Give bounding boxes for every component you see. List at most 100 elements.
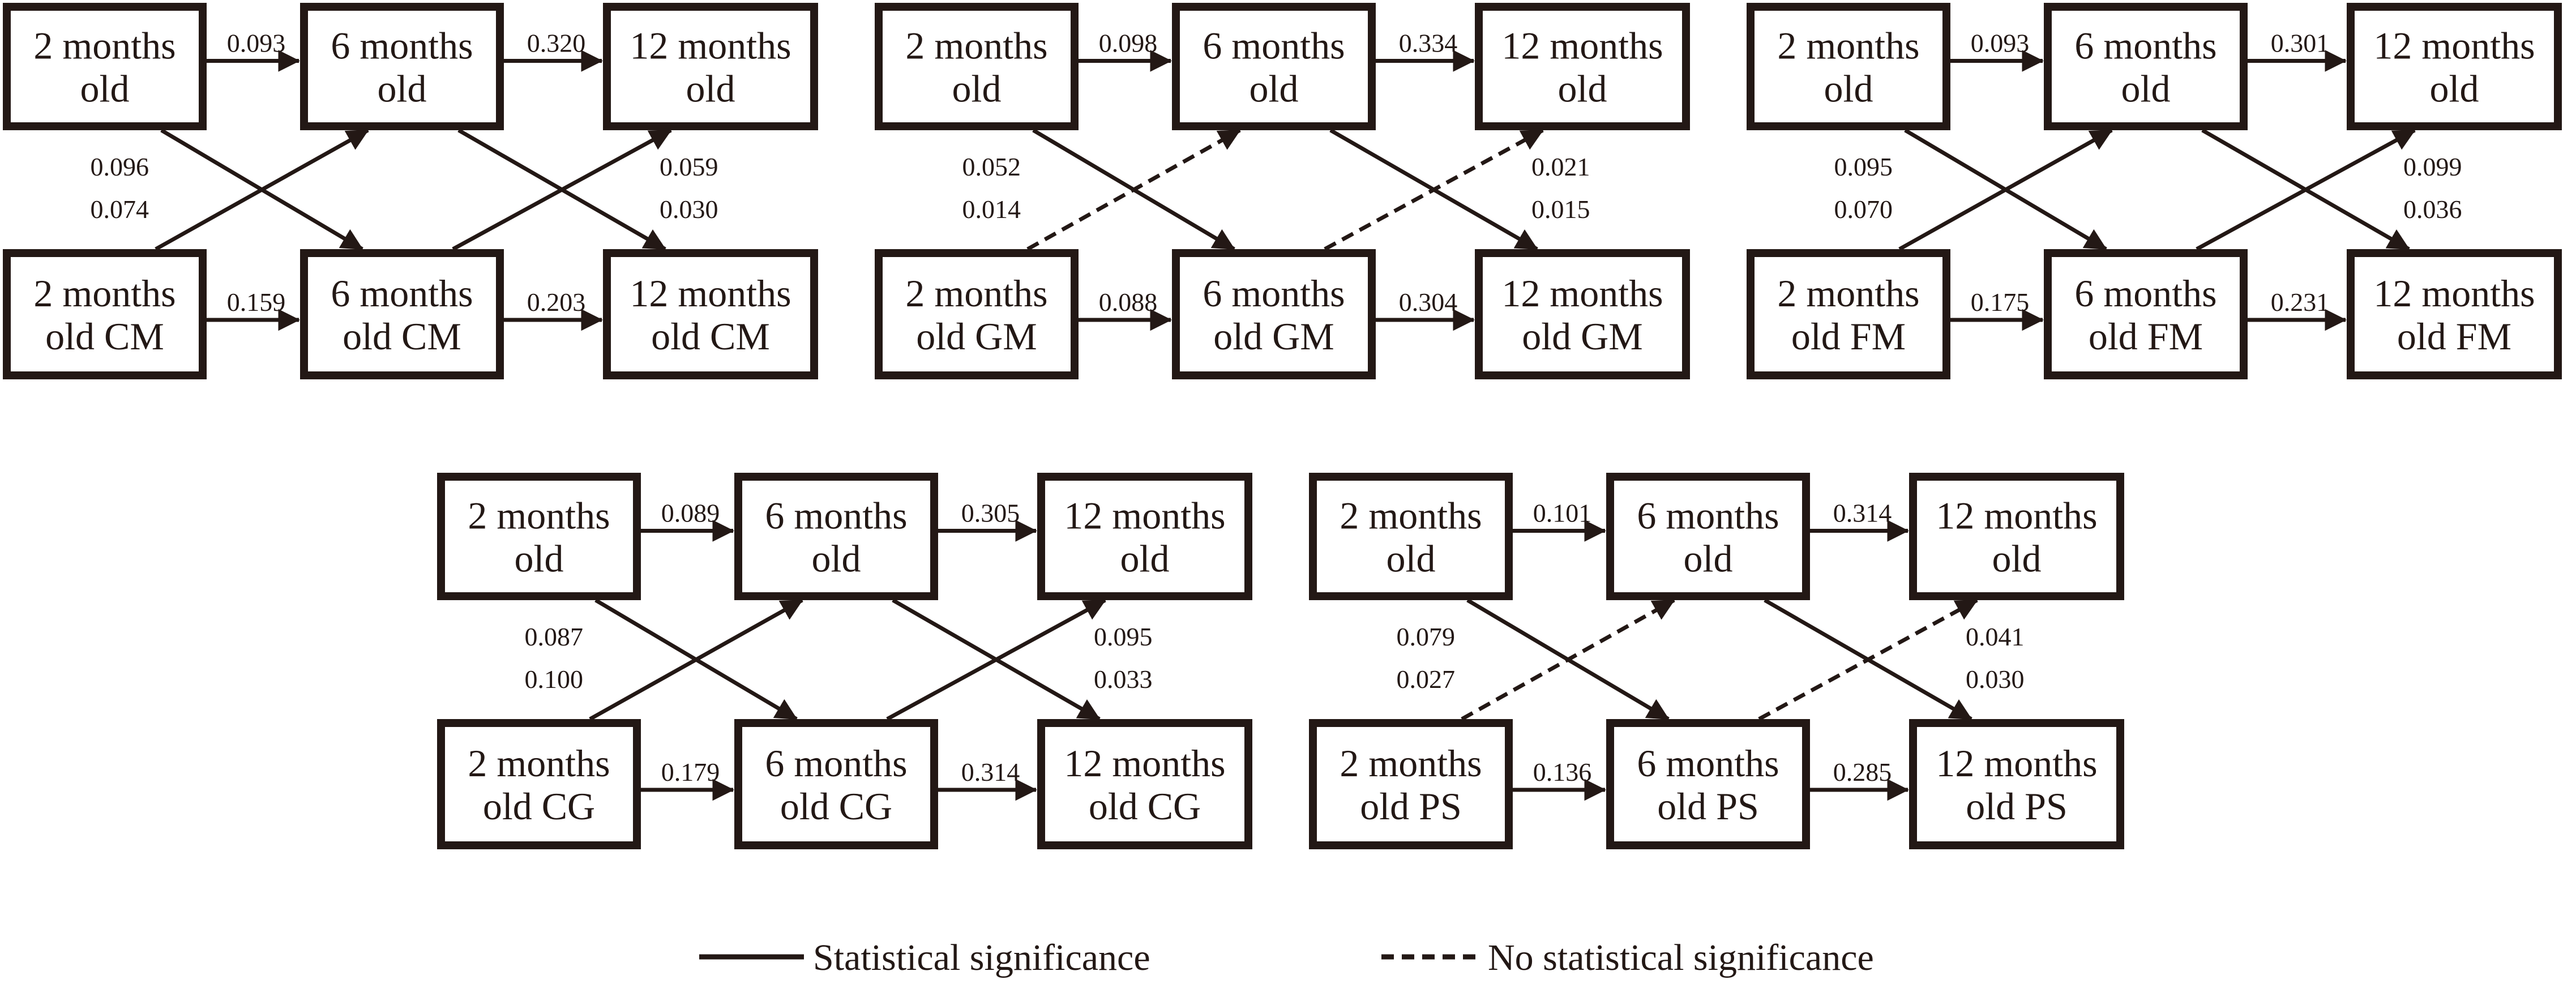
coef-cross-2-down: 0.095 <box>1094 622 1153 651</box>
box-label-line-2: old <box>1992 537 2042 580</box>
box-label-line-1: 2 months <box>33 272 176 315</box>
coef-bottom-1: 0.179 <box>661 758 720 786</box>
box-frame <box>1606 719 1810 849</box>
box-label-line-1: 2 months <box>468 742 610 785</box>
coef-bottom-2: 0.231 <box>2271 288 2330 316</box>
box-frame <box>1606 473 1810 600</box>
box-label-line-2: old FM <box>2089 315 2203 358</box>
box-label-line-1: 12 months <box>1064 494 1225 537</box>
coef-top-1: 0.098 <box>1099 29 1158 58</box>
coef-cross-1-up: 0.027 <box>1397 665 1456 694</box>
box-label-line-1: 12 months <box>1936 742 2097 785</box>
coef-top-1: 0.093 <box>1971 29 2030 58</box>
box-label-line-2: old <box>378 67 427 110</box>
box-frame <box>734 473 938 600</box>
coef-top-2: 0.305 <box>961 499 1020 528</box>
box-label-line-2: old GM <box>1213 315 1334 358</box>
coef-bottom-1: 0.088 <box>1099 288 1158 316</box>
coef-top-1: 0.101 <box>1533 499 1592 528</box>
box-label-line-2: old <box>1120 537 1170 580</box>
box-frame <box>2347 3 2562 130</box>
box-label-line-1: 6 months <box>765 742 907 785</box>
coef-cross-2-up: 0.030 <box>1966 665 2025 694</box>
box-label-line-2: old <box>1387 537 1436 580</box>
box-frame <box>2044 249 2248 379</box>
box-frame <box>603 249 818 379</box>
coef-bottom-1: 0.159 <box>227 288 286 316</box>
box-label-line-2: old <box>2121 67 2171 110</box>
cross-up-2 <box>452 128 672 251</box>
coef-bottom-2: 0.304 <box>1399 288 1458 316</box>
cross-up-1 <box>1461 598 1675 721</box>
box-label-line-1: 2 months <box>1340 494 1482 537</box>
box-label-line-1: 12 months <box>1064 742 1225 785</box>
box-label-line-1: 6 months <box>1203 272 1345 315</box>
box-frame <box>1475 3 1690 130</box>
box-frame <box>1475 249 1690 379</box>
legend-solid-label: Statistical significance <box>813 937 1150 978</box>
box-label-line-2: old FM <box>1791 315 1906 358</box>
box-label-line-1: 6 months <box>1203 24 1345 67</box>
cross-up-2 <box>2196 128 2416 251</box>
box-frame <box>603 3 818 130</box>
coef-cross-1-down: 0.096 <box>91 152 149 181</box>
cross-up-2 <box>886 598 1106 721</box>
box-label-line-1: 2 months <box>905 272 1047 315</box>
box-label-line-1: 2 months <box>468 494 610 537</box>
box-label-line-1: 6 months <box>1637 494 1779 537</box>
coef-cross-1-up: 0.074 <box>91 195 149 224</box>
box-frame <box>2347 249 2562 379</box>
box-label-line-2: old CM <box>651 315 770 358</box>
box-label-line-1: 12 months <box>2373 24 2535 67</box>
box-label-line-1: 12 months <box>1501 24 1663 67</box>
coef-cross-2-up: 0.030 <box>660 195 718 224</box>
coef-cross-1-down: 0.079 <box>1397 622 1456 651</box>
box-frame <box>2044 3 2248 130</box>
cross-up-2 <box>1324 128 1544 251</box>
box-label-line-2: old <box>1558 67 1607 110</box>
box-frame <box>1309 473 1513 600</box>
coef-cross-2-up: 0.015 <box>1531 195 1590 224</box>
box-label-line-1: 2 months <box>1777 272 1919 315</box>
box-label-line-1: 2 months <box>1340 742 1482 785</box>
box-frame <box>1909 473 2124 600</box>
legend-dashed-label: No statistical significance <box>1488 937 1874 978</box>
coef-top-2: 0.334 <box>1399 29 1458 58</box>
cross-up-1 <box>1026 128 1241 251</box>
box-label-line-2: old GM <box>916 315 1037 358</box>
coef-cross-2-down: 0.059 <box>660 152 718 181</box>
box-frame <box>3 249 207 379</box>
cross-up-1 <box>1898 128 2113 251</box>
box-frame <box>300 3 504 130</box>
box-frame <box>3 3 207 130</box>
coef-cross-2-down: 0.041 <box>1966 622 2025 651</box>
box-label-line-2: old <box>515 537 564 580</box>
box-label-line-2: old CG <box>1089 785 1201 828</box>
box-label-line-1: 12 months <box>2373 272 2535 315</box>
box-frame <box>1747 3 1950 130</box>
box-label-line-2: old <box>2430 67 2479 110</box>
box-label-line-2: old <box>952 67 1002 110</box>
coef-bottom-1: 0.136 <box>1533 758 1592 786</box>
box-label-line-1: 6 months <box>1637 742 1779 785</box>
